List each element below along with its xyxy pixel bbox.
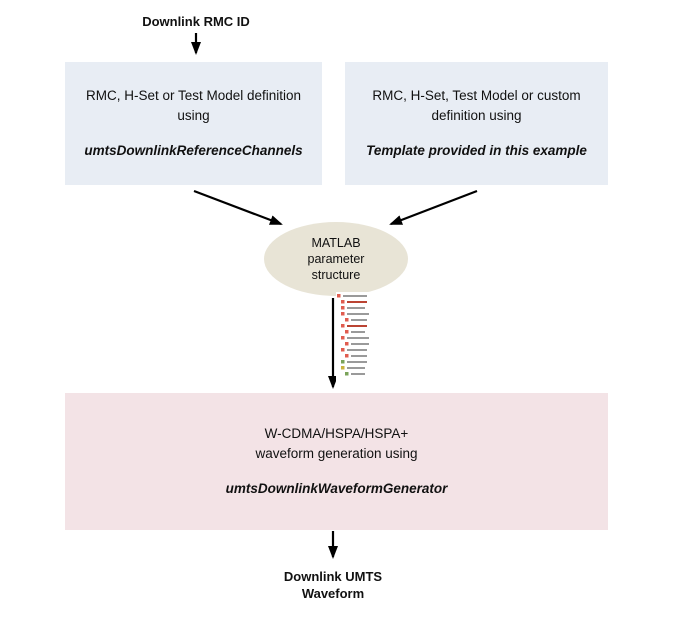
right-box-text-line1: RMC, H-Set, Test Model or custom — [372, 88, 581, 103]
reference-channels-definition-box: RMC, H-Set or Test Model definition usin… — [65, 62, 322, 185]
downlink-rmc-id-label: Downlink RMC ID — [142, 14, 250, 29]
arrow-left-box-to-structure — [193, 189, 283, 226]
waveform-generator-function-name: umtsDownlinkWaveformGenerator — [225, 481, 448, 496]
custom-definition-box: RMC, H-Set, Test Model or custom definit… — [345, 62, 608, 185]
output-label-line1: Downlink UMTS — [283, 569, 383, 584]
bottom-box-text-line2: waveform generation using — [255, 446, 418, 461]
arrow-right-box-to-structure — [389, 189, 478, 226]
parameter-structure-tree-thumbnail — [336, 292, 382, 382]
bottom-box-text-line1: W-CDMA/HSPA/HSPA+ — [264, 426, 409, 441]
matlab-parameter-structure-node: MATLAB parameter structure — [264, 222, 408, 296]
tree-row-icons — [337, 294, 369, 376]
ellipse-text-line1: MATLAB — [311, 236, 361, 250]
right-box-text-line2: definition using — [431, 108, 522, 123]
left-box-text-line2: using — [177, 108, 210, 123]
ellipse-text-line2: parameter — [307, 252, 365, 266]
left-box-text-line1: RMC, H-Set or Test Model definition — [85, 88, 302, 103]
waveform-generator-box: W-CDMA/HSPA/HSPA+ waveform generation us… — [65, 393, 608, 530]
ellipse-text-line3: structure — [311, 268, 361, 282]
downlink-umts-waveform-label: Downlink UMTS Waveform — [253, 568, 413, 602]
reference-channels-function-name: umtsDownlinkReferenceChannels — [84, 143, 303, 158]
template-label: Template provided in this example — [366, 143, 587, 158]
output-label-line2: Waveform — [301, 586, 365, 601]
